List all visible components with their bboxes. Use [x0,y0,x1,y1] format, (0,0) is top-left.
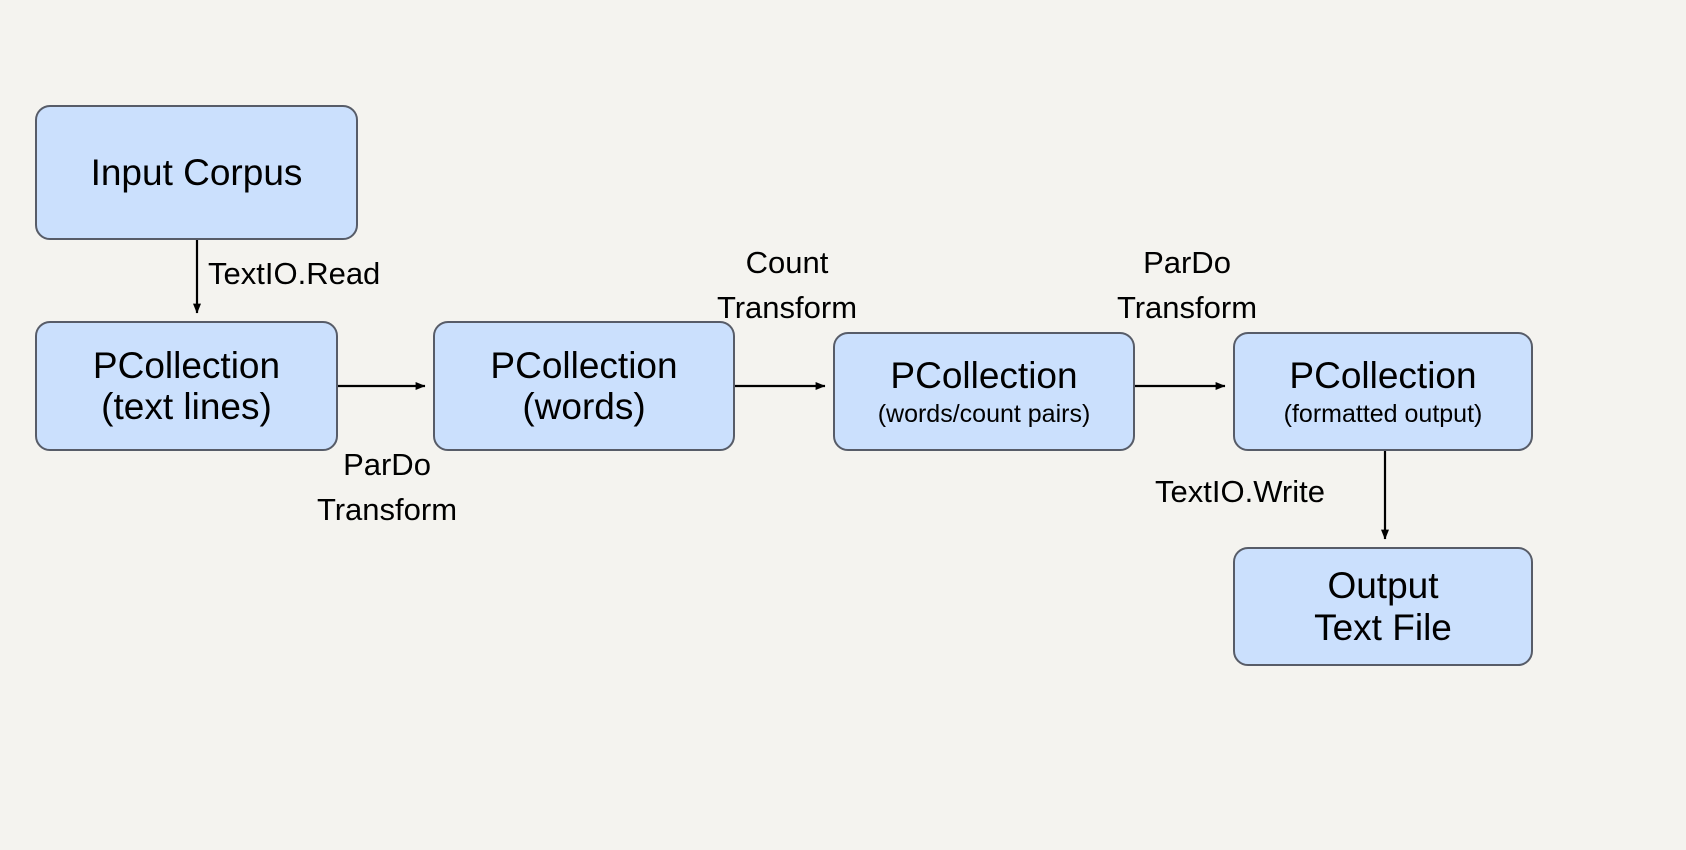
node-pcollection-formatted-output-title: PCollection [1289,354,1477,396]
edge-label-pardo-transform-2: ParDo Transform [1101,241,1273,331]
node-pcollection-words-count-pairs-title: PCollection [890,354,1078,396]
node-pcollection-formatted-output[interactable]: PCollection (formatted output) [1233,332,1533,451]
edge-label-pardo-transform-1-line1: ParDo [343,447,431,482]
node-input-corpus[interactable]: Input Corpus [35,105,358,240]
edge-label-pardo-transform-2-line1: ParDo [1143,245,1231,280]
node-pcollection-words[interactable]: PCollection (words) [433,321,735,451]
edge-label-pardo-transform-1-line2: Transform [316,491,458,527]
node-output-text-file[interactable]: Output Text File [1233,547,1533,666]
node-pcollection-words-title: PCollection [490,344,678,386]
node-pcollection-words-subtitle: (words) [522,386,646,427]
edge-label-count-transform-line1: Count [745,245,829,280]
edge-label-textio-read: TextIO.Read [208,256,381,292]
node-pcollection-text-lines-title: PCollection [92,344,281,386]
node-pcollection-words-count-pairs-subtitle: (words/count pairs) [877,400,1091,429]
edge-label-textio-read-line1: TextIO.Read [208,256,381,291]
node-output-text-file-title: Output [1327,565,1439,607]
node-input-corpus-title: Input Corpus [90,151,303,193]
node-pcollection-text-lines[interactable]: PCollection (text lines) [35,321,338,451]
edge-label-count-transform-line2: Transform [716,289,858,325]
edge-label-pardo-transform-2-line2: Transform [1116,289,1258,325]
node-pcollection-formatted-output-subtitle: (formatted output) [1283,400,1483,429]
edge-label-pardo-transform-1: ParDo Transform [301,443,473,533]
node-output-text-file-subtitle: Text File [1314,606,1452,648]
node-pcollection-words-count-pairs[interactable]: PCollection (words/count pairs) [833,332,1135,451]
node-pcollection-text-lines-subtitle: (text lines) [101,386,272,427]
edge-label-textio-write: TextIO.Write [1155,474,1325,510]
edge-label-textio-write-line1: TextIO.Write [1155,474,1325,509]
edge-label-count-transform: Count Transform [701,241,873,331]
